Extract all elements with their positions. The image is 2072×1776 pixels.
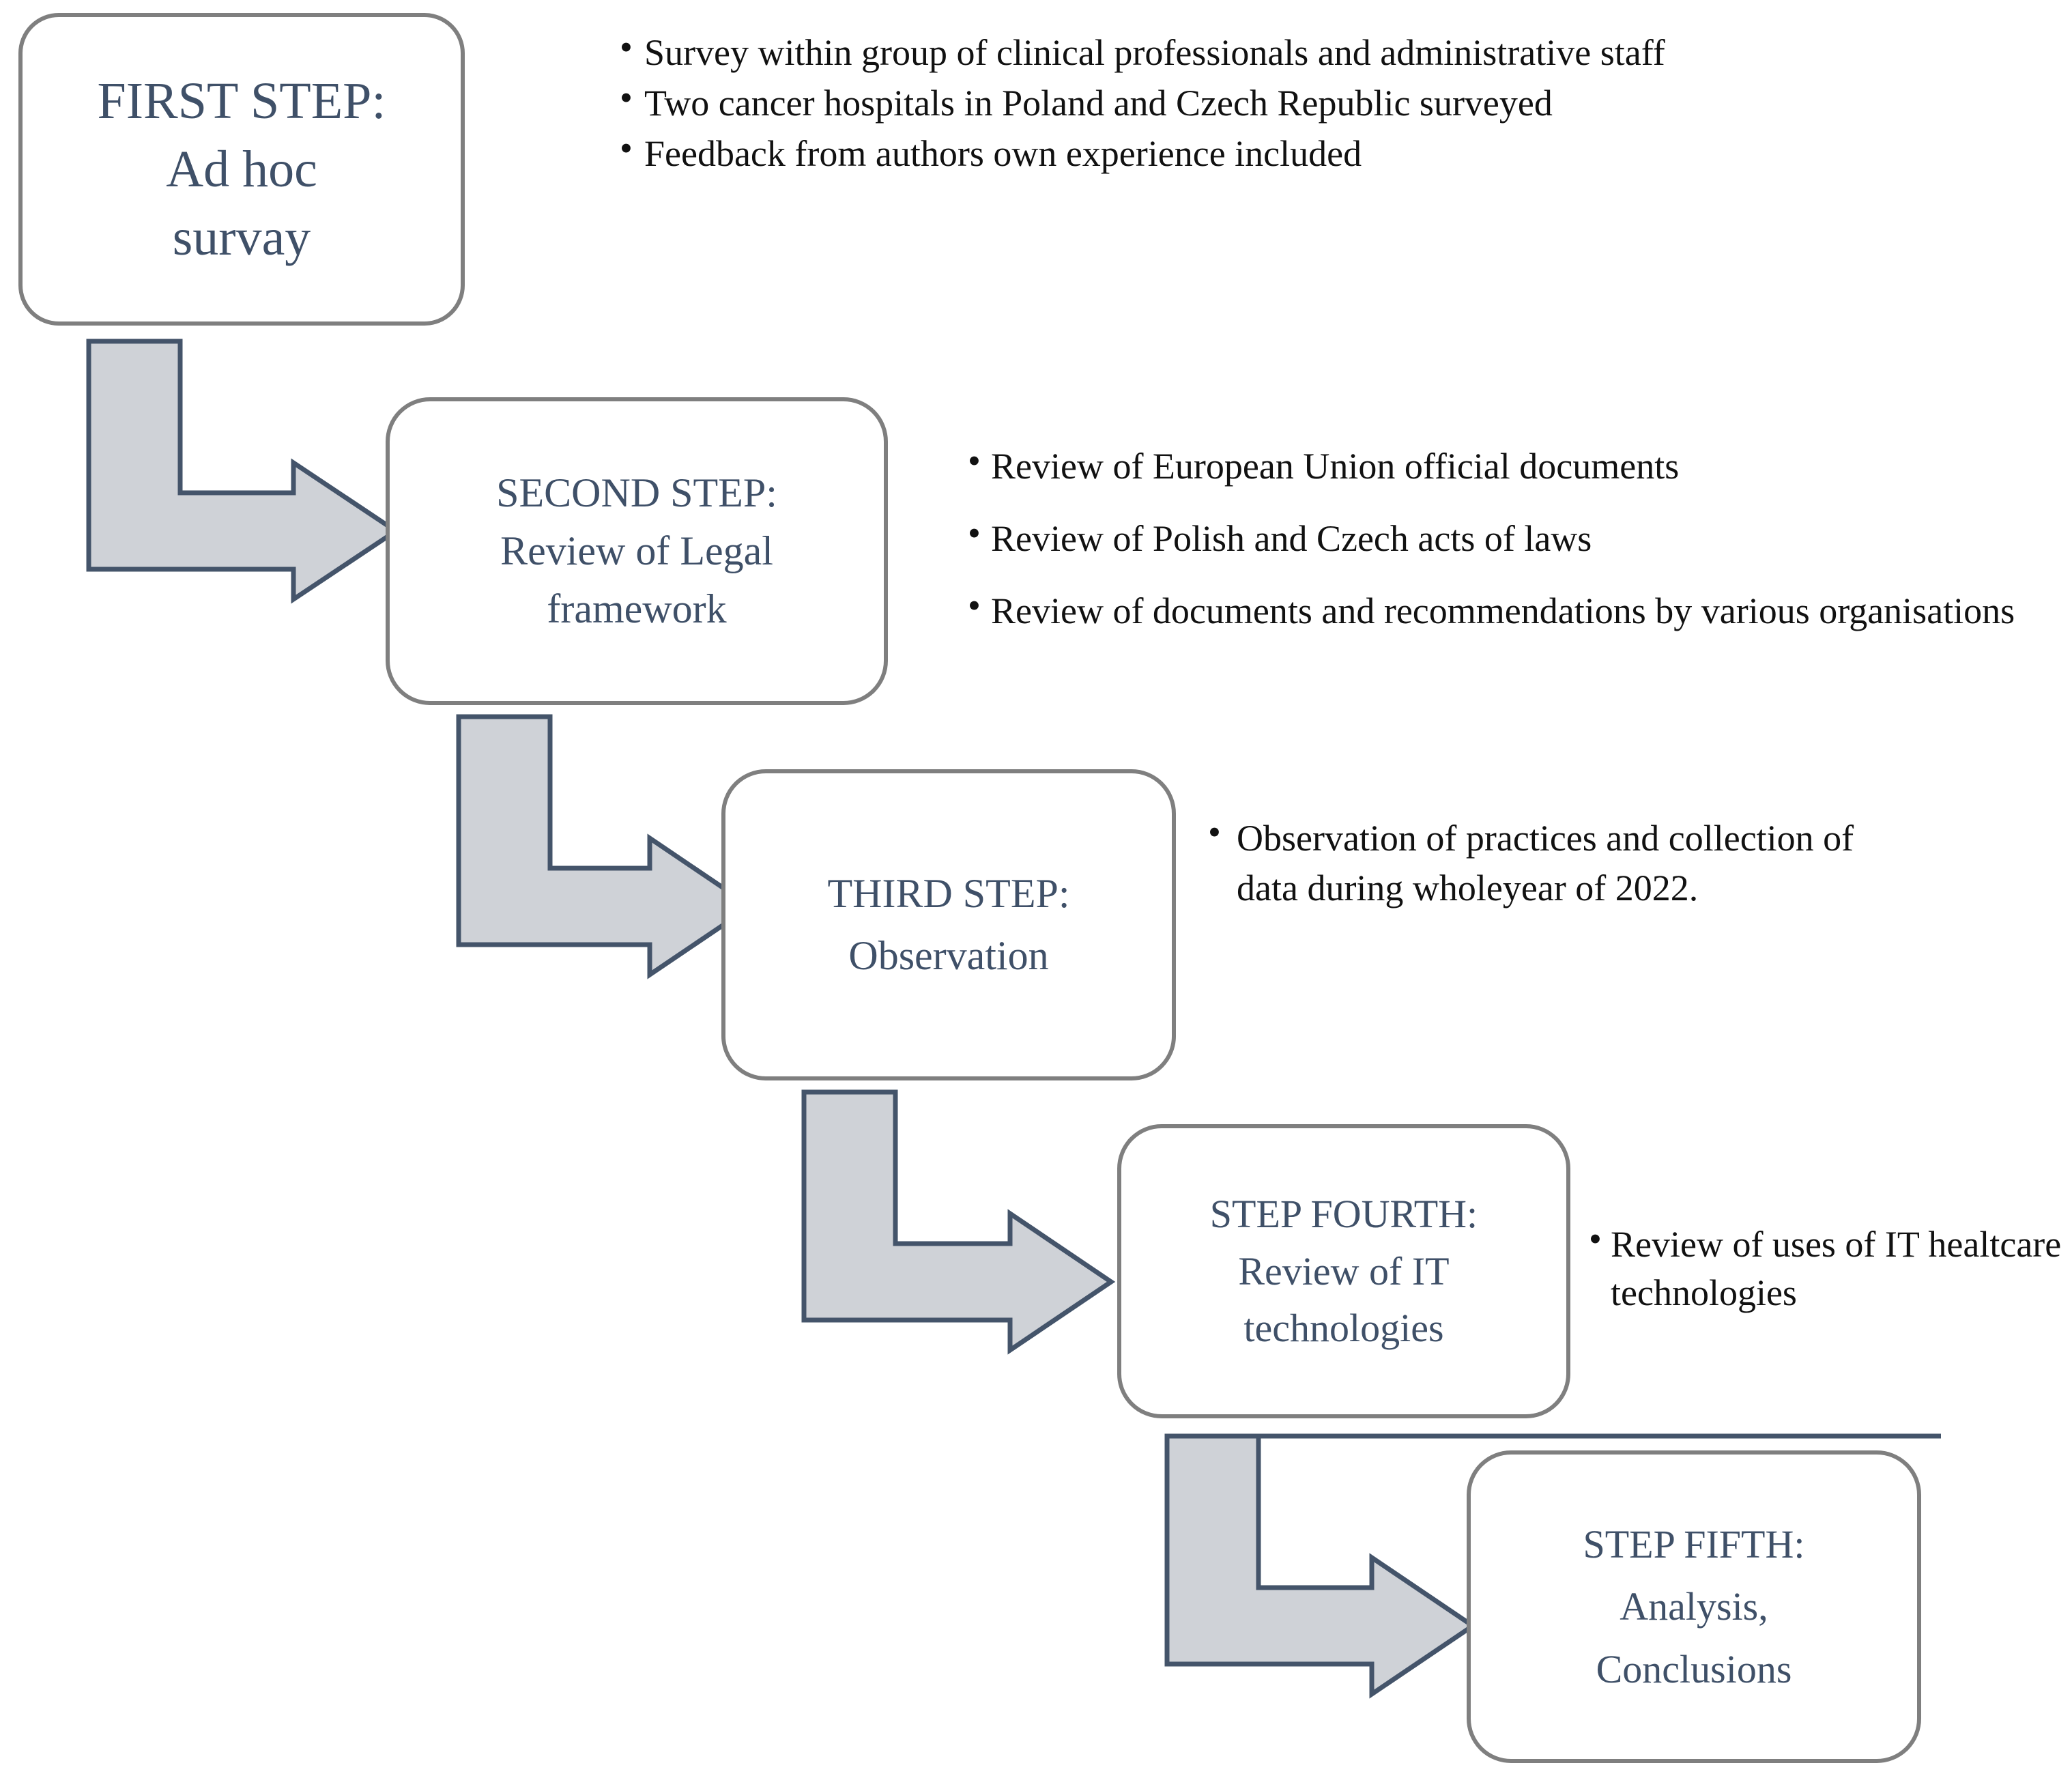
step-box-second[interactable]: [386, 397, 888, 705]
connector-arrow-second-to-third: [456, 714, 756, 979]
bullet-text: Review of uses of IT healtcare technolog…: [1611, 1224, 2062, 1314]
bullet-dot-icon: •: [968, 513, 981, 554]
bullet-list-second: • Review of European Union official docu…: [968, 442, 2046, 635]
bullet-dot-icon: •: [968, 440, 981, 481]
bullet-text: Review of documents and recommendations …: [991, 590, 2015, 632]
step-box-third[interactable]: [721, 769, 1176, 1080]
bullet-dot-icon: •: [620, 77, 633, 119]
list-item: • Review of Polish and Czech acts of law…: [968, 515, 2046, 562]
step-box-first[interactable]: [18, 13, 465, 326]
bullet-dot-icon: •: [1589, 1218, 1602, 1259]
bullet-dot-icon: •: [1208, 812, 1221, 853]
connector-arrow-first-to-second: [86, 339, 401, 604]
list-item: • Review of European Union official docu…: [968, 442, 2046, 490]
bullet-text: Feedback from authors own experience inc…: [644, 133, 1362, 175]
step-box-fifth[interactable]: [1467, 1450, 1921, 1763]
list-item: • Two cancer hospitals in Poland and Cze…: [620, 79, 1753, 127]
list-item: • Feedback from authors own experience i…: [620, 130, 1753, 177]
connector-arrow-third-to-fourth: [801, 1089, 1116, 1355]
bullet-text: Review of European Union official docume…: [991, 446, 1680, 487]
bullet-list-third: • Observation of practices and collectio…: [1208, 814, 1863, 914]
list-item: • Review of documents and recommendation…: [968, 587, 2046, 635]
bullet-text: Review of Polish and Czech acts of laws: [991, 518, 1592, 560]
step-box-fourth[interactable]: [1117, 1124, 1570, 1418]
bullet-text: Two cancer hospitals in Poland and Czech…: [644, 83, 1553, 124]
bullet-text: Survey within group of clinical professi…: [644, 32, 1665, 73]
bullet-text: Observation of practices and collection …: [1237, 818, 1854, 909]
list-item: • Survey within group of clinical profes…: [620, 29, 1753, 76]
connector-arrow-fourth-to-fifth: [1164, 1433, 1941, 1699]
list-item: • Observation of practices and collectio…: [1208, 814, 1863, 914]
bullet-list-first: • Survey within group of clinical profes…: [620, 29, 1753, 178]
bullet-dot-icon: •: [620, 27, 633, 68]
bullet-dot-icon: •: [620, 128, 633, 169]
list-item: • Review of uses of IT healtcare technol…: [1589, 1220, 2072, 1318]
bullet-list-fourth: • Review of uses of IT healtcare technol…: [1589, 1220, 2072, 1318]
bullet-dot-icon: •: [968, 585, 981, 627]
